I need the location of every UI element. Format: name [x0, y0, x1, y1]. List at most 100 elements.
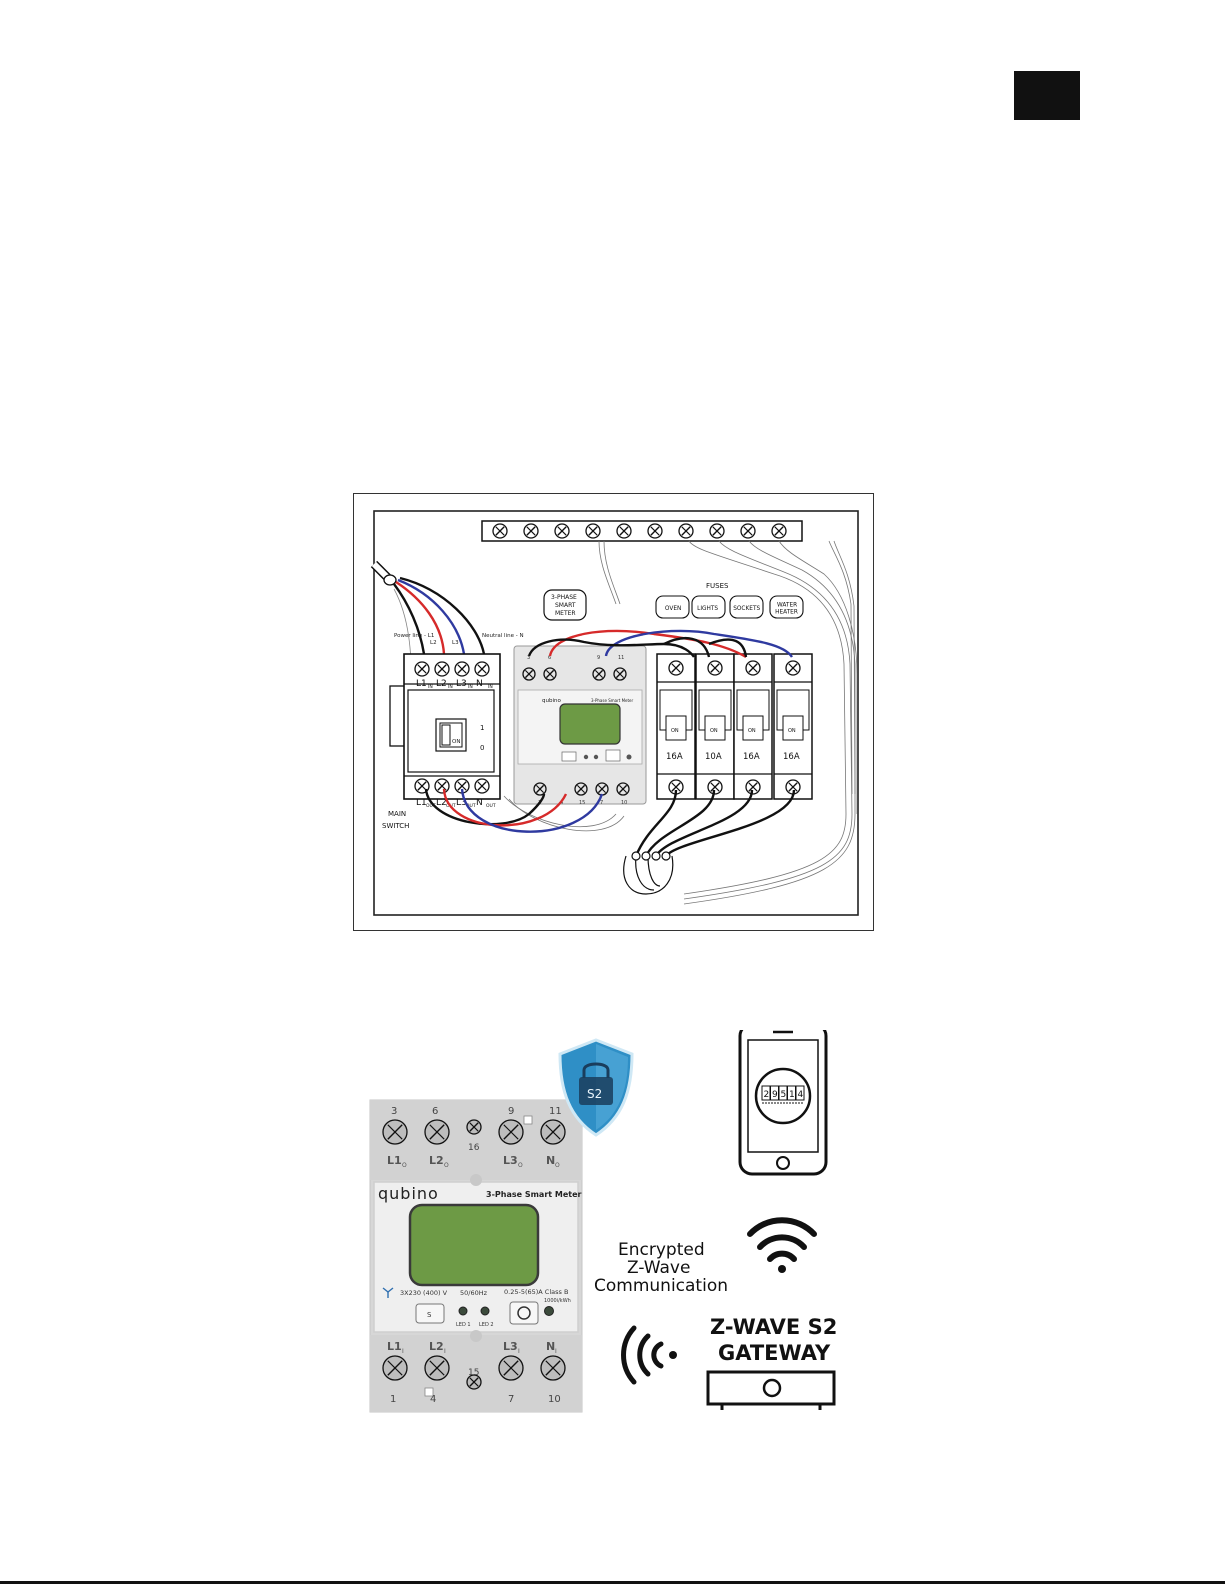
meter-screw-icon	[592, 667, 606, 681]
meter-screw-icon	[595, 782, 609, 796]
product-top-sub: O	[402, 1162, 407, 1169]
l3-label: L3	[452, 640, 459, 646]
fuses-label: FUSES	[706, 582, 729, 590]
incoming-cable	[370, 560, 397, 586]
product-screw-icon	[540, 1355, 566, 1381]
spec-current: 0.25-5(65)A Class B	[504, 1288, 568, 1296]
main-switch-label-2: SWITCH	[382, 822, 409, 830]
center-number-top: 16	[468, 1143, 480, 1153]
wiring-smart-meter	[513, 645, 647, 805]
terminal-in-label: N	[476, 679, 483, 689]
meter-callout-line: SMART	[555, 602, 576, 609]
comm-line-2: Z-Wave	[627, 1258, 690, 1278]
product-screw-icon	[424, 1355, 450, 1381]
meter-screw-icon	[543, 667, 557, 681]
wiring-diagram-svg: Power line - L1 L2 L3 Neutral line - N O…	[370, 510, 859, 916]
counter-digit: 2	[764, 1090, 770, 1100]
terminal-in-label: L3	[456, 679, 467, 689]
center-number-bottom: 15	[468, 1368, 479, 1378]
fuse-screw-icon	[668, 779, 684, 795]
fuse-tag-label: WATER	[777, 603, 797, 609]
bus-screw-icon	[554, 523, 570, 539]
neutral-bus-bar	[481, 520, 803, 542]
bus-screw-icon	[523, 523, 539, 539]
bus-screw-icon	[585, 523, 601, 539]
counter-digit: 5	[781, 1090, 787, 1100]
meter-callout	[543, 589, 587, 621]
spec-frequency: 50/60Hz	[460, 1289, 488, 1297]
product-title: 3-Phase Smart Meter	[486, 1190, 582, 1199]
cable-bundle	[623, 851, 674, 895]
spec-impulse: 1000i/kWh	[544, 1298, 571, 1304]
terminal-screw-icon	[434, 778, 450, 794]
bus-screw-icon	[740, 523, 756, 539]
neutral-cables	[503, 540, 858, 905]
meter-bottom-number: 15	[579, 800, 585, 806]
product-bottom-terminal: L2	[429, 1340, 444, 1353]
product-top-terminal: L2	[429, 1154, 444, 1167]
terminal-out-label: L1	[416, 798, 427, 808]
spec-voltage: 3X230 (400) V	[400, 1289, 448, 1297]
terminal-in-label: L1	[416, 679, 427, 689]
fuse-rating: 16A	[783, 752, 800, 762]
product-top-number: 6	[432, 1106, 438, 1117]
fuse-on-label: ON	[671, 728, 679, 734]
product-top-sub: O	[555, 1162, 560, 1169]
wifi-icon	[747, 1217, 817, 1273]
fuse-rating: 16A	[743, 752, 760, 762]
signal-waves-icon	[621, 1325, 677, 1385]
meter-screw-icon	[533, 782, 547, 796]
fuse-screw-icon	[785, 660, 801, 676]
terminal-out-label: L3	[456, 798, 467, 808]
meter-callout-line: METER	[555, 610, 576, 617]
product-meter	[369, 1099, 583, 1413]
l2-label: L2	[430, 640, 437, 646]
meter-top-number: 3	[527, 655, 530, 661]
product-screw-icon	[498, 1355, 524, 1381]
terminal-out-sub: OUT	[486, 803, 496, 809]
wiring-diagram: Power line - L1 L2 L3 Neutral line - N O…	[353, 493, 874, 931]
main-switch-label-1: MAIN	[388, 810, 406, 818]
fuse-rating: 16A	[666, 752, 683, 762]
product-screw-icon	[382, 1355, 408, 1381]
fuse-tag-label: OVEN	[665, 606, 681, 612]
terminal-in-label: L2	[436, 679, 447, 689]
product-top-sub: O	[444, 1162, 449, 1169]
product-top-number: 9	[508, 1106, 514, 1117]
product-top-terminal: L1	[387, 1154, 402, 1167]
product-screw-icon	[382, 1119, 408, 1145]
fuse-tag-label: SOCKETS	[733, 606, 760, 612]
terminal-in-sub: IN	[488, 684, 493, 690]
fuse-screw-icon	[668, 660, 684, 676]
comm-line-1: Encrypted	[618, 1240, 705, 1260]
terminal-in-sub: IN	[468, 684, 473, 690]
product-illustration: qubino 3-Phase Smart Meter 3X230 (400) V…	[369, 1030, 837, 1413]
fuse-tag: LIGHTS	[691, 595, 726, 619]
switch-mark-0: 0	[480, 744, 484, 752]
counter-digit: 1	[789, 1090, 795, 1100]
counter-digit: 9	[772, 1090, 778, 1100]
terminal-out-sub: OUT	[426, 803, 436, 809]
meter-screw-icon	[574, 782, 588, 796]
product-bottom-terminal: L3	[503, 1340, 518, 1353]
meter-screw-icon	[613, 667, 627, 681]
fuse-screw-icon	[707, 779, 723, 795]
three-phase-symbol	[382, 1287, 394, 1298]
power-line-label: Power line - L1	[394, 633, 434, 639]
product-center-screw-icon	[466, 1374, 482, 1390]
neutral-line-label: Neutral line - N	[482, 633, 524, 639]
product-screw-icon	[498, 1119, 524, 1145]
fuse-screw-icon	[745, 660, 761, 676]
fuse-tag-label: LIGHTS	[697, 606, 718, 612]
product-screw-icon	[424, 1119, 450, 1145]
meter-bottom-number: 10	[621, 800, 627, 806]
meter-bottom-number: 7	[600, 800, 603, 806]
terminal-out-label: N	[476, 798, 483, 808]
terminal-screw-icon	[434, 661, 450, 677]
fuse-tag: SOCKETS	[729, 595, 764, 619]
product-bottom-number: 7	[508, 1394, 514, 1405]
